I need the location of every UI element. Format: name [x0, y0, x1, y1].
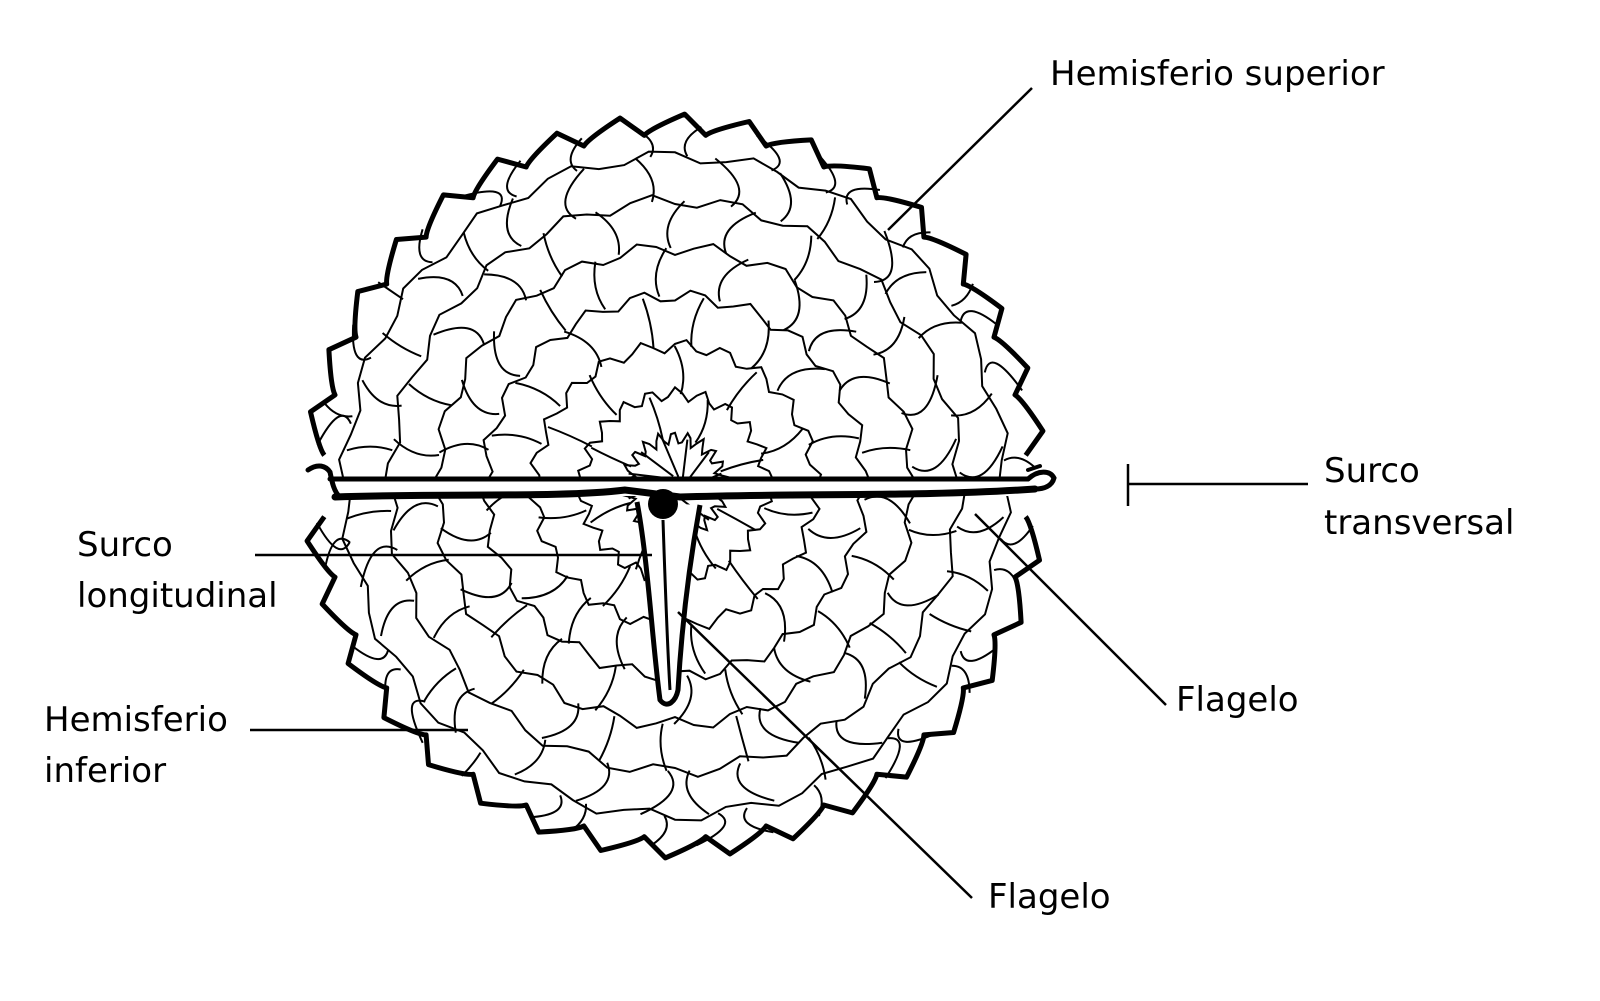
label-hemisferio-superior: Hemisferio superior	[1050, 54, 1385, 94]
label-surco-transversal-2: transversal	[1324, 503, 1514, 543]
cell-body	[304, 111, 1057, 861]
flagellar-pore	[648, 489, 678, 519]
upper-thecal-plates	[316, 126, 1036, 478]
upper-hemisphere-outline	[308, 111, 1046, 457]
leader-hemisferio-superior	[887, 87, 1033, 231]
label-flagelo-longitudinal: Flagelo	[988, 877, 1111, 917]
label-hemisferio-inferior-2: inferior	[44, 751, 166, 791]
label-surco-transversal-1: Surco	[1324, 451, 1420, 491]
transverse-groove	[305, 463, 1057, 501]
longitudinal-groove	[634, 501, 703, 707]
label-surco-longitudinal-2: longitudinal	[77, 576, 278, 616]
labels: Hemisferio superior Surco transversal Su…	[44, 54, 1514, 917]
label-surco-longitudinal-1: Surco	[77, 525, 173, 565]
leader-flagelo-longitudinal	[677, 611, 973, 899]
label-flagelo-transversal: Flagelo	[1176, 680, 1299, 720]
label-hemisferio-inferior-1: Hemisferio	[44, 700, 228, 740]
lower-hemisphere-outline	[304, 515, 1042, 861]
leader-lines	[250, 87, 1308, 899]
leader-flagelo-transversal	[974, 513, 1167, 706]
